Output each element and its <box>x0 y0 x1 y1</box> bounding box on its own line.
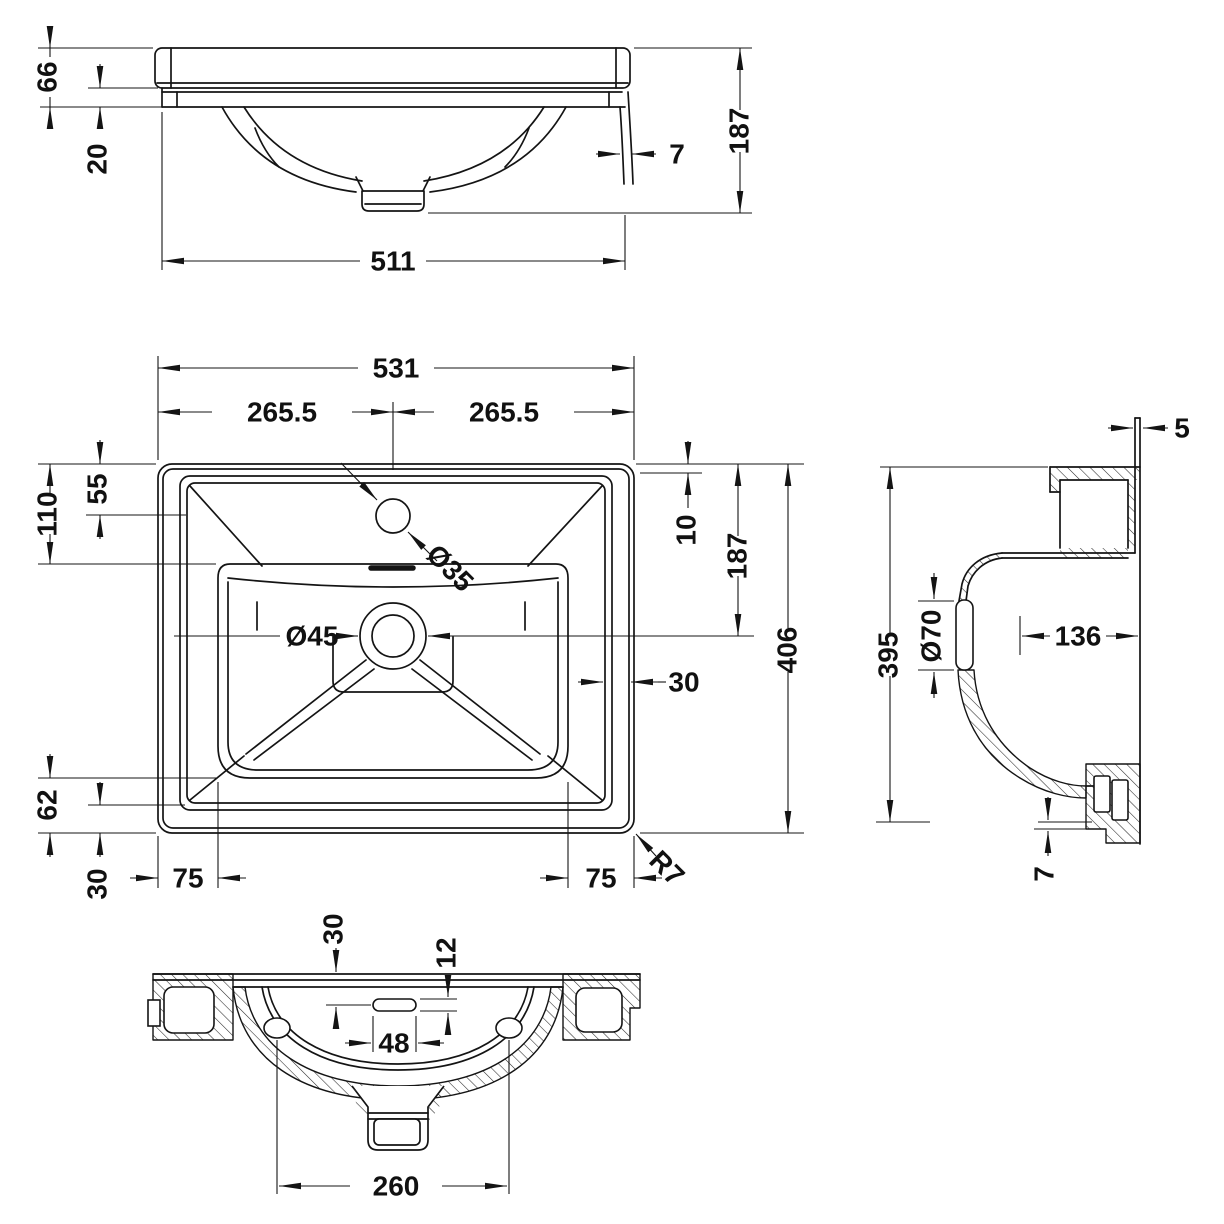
dim-wall-thickness-label: 7 <box>669 139 685 170</box>
dim-overall-width-label: 531 <box>373 353 420 384</box>
bottom-dimension-lines <box>276 948 510 1194</box>
overflow-hole-section <box>955 599 974 671</box>
waste-hole-inner <box>371 614 415 658</box>
dim-deck-step-label: 10 <box>671 514 702 545</box>
foot-panel-1 <box>1093 775 1111 813</box>
dim-front-gap-label: 30 <box>82 868 113 899</box>
dim-overall-height-label: 187 <box>724 108 755 155</box>
dim-tap-center-label: 55 <box>82 473 113 504</box>
right-bracket-recess <box>575 987 623 1033</box>
waste-flank-hatch-left <box>353 1087 368 1122</box>
plan-view: 531 265.5 265.5 110 55 Ø35 Ø45 10 187 40… <box>32 353 804 900</box>
bottom-view: 30 12 48 260 <box>147 913 641 1202</box>
front-dimension-lines <box>38 26 752 270</box>
fixing-hole-left <box>263 1017 291 1039</box>
dim-overflow-dia-label: Ø70 <box>916 610 947 663</box>
back-section-hatch <box>1128 480 1135 553</box>
waste-outlet-detail <box>367 1112 429 1146</box>
dim-slot-width-label: 48 <box>378 1028 409 1059</box>
front-basin-outline <box>154 47 634 212</box>
dim-bowl-front-label: 62 <box>32 789 63 820</box>
left-bracket-notch <box>147 999 161 1027</box>
dim-rim-height-label: 66 <box>32 61 63 92</box>
dim-corner-right-label: 75 <box>585 863 616 894</box>
dim-slot-offset-label: 30 <box>318 913 349 944</box>
tap-hole <box>375 498 411 534</box>
dim-tap-hole-dia-label: Ø35 <box>420 538 479 597</box>
dim-corner-radius-label: R7 <box>643 844 690 891</box>
dim-slot-height-label: 12 <box>431 937 462 968</box>
overflow-channel-hatch <box>959 553 1002 601</box>
side-section-view: 5 395 Ø70 136 7 <box>873 413 1190 882</box>
dim-body-width-label: 511 <box>370 246 415 277</box>
dim-corner-left-label: 75 <box>172 863 203 894</box>
left-bracket-recess <box>163 986 215 1034</box>
side-dimension-lines <box>876 424 1168 856</box>
dim-waste-dia-label: Ø45 <box>286 621 339 652</box>
dim-overall-depth-label: 406 <box>772 627 803 674</box>
bottom-outline <box>152 973 641 988</box>
dim-side-height-label: 395 <box>873 632 904 679</box>
plan-basin-outline <box>157 463 635 834</box>
bracket-slot <box>372 998 417 1012</box>
front-elevation-view: 66 20 7 187 511 <box>32 26 755 277</box>
foot-panel-2 <box>1111 779 1129 821</box>
dim-rim-lip-label: 20 <box>82 143 113 174</box>
dim-fixing-centers-label: 260 <box>373 1171 420 1202</box>
dim-foot-recess-label: 7 <box>1029 866 1060 882</box>
dim-back-lip-label: 5 <box>1174 413 1190 444</box>
bowl-wall-section-hatch <box>957 669 1087 799</box>
waste-hole-outer <box>359 602 427 670</box>
dim-back-to-waste-label: 187 <box>722 533 753 580</box>
bowl-wall-bottom-hatch <box>232 986 564 1101</box>
dim-center-left-label: 265.5 <box>247 397 317 428</box>
dim-back-to-bowl-label: 110 <box>32 491 63 536</box>
waste-flank-hatch-right <box>428 1087 443 1122</box>
dim-bowl-depth-label: 136 <box>1055 621 1102 652</box>
plan-dimension-lines <box>38 356 804 888</box>
dim-center-right-label: 265.5 <box>469 397 539 428</box>
fixing-hole-right <box>495 1017 523 1039</box>
dim-side-gap-label: 30 <box>668 667 699 698</box>
